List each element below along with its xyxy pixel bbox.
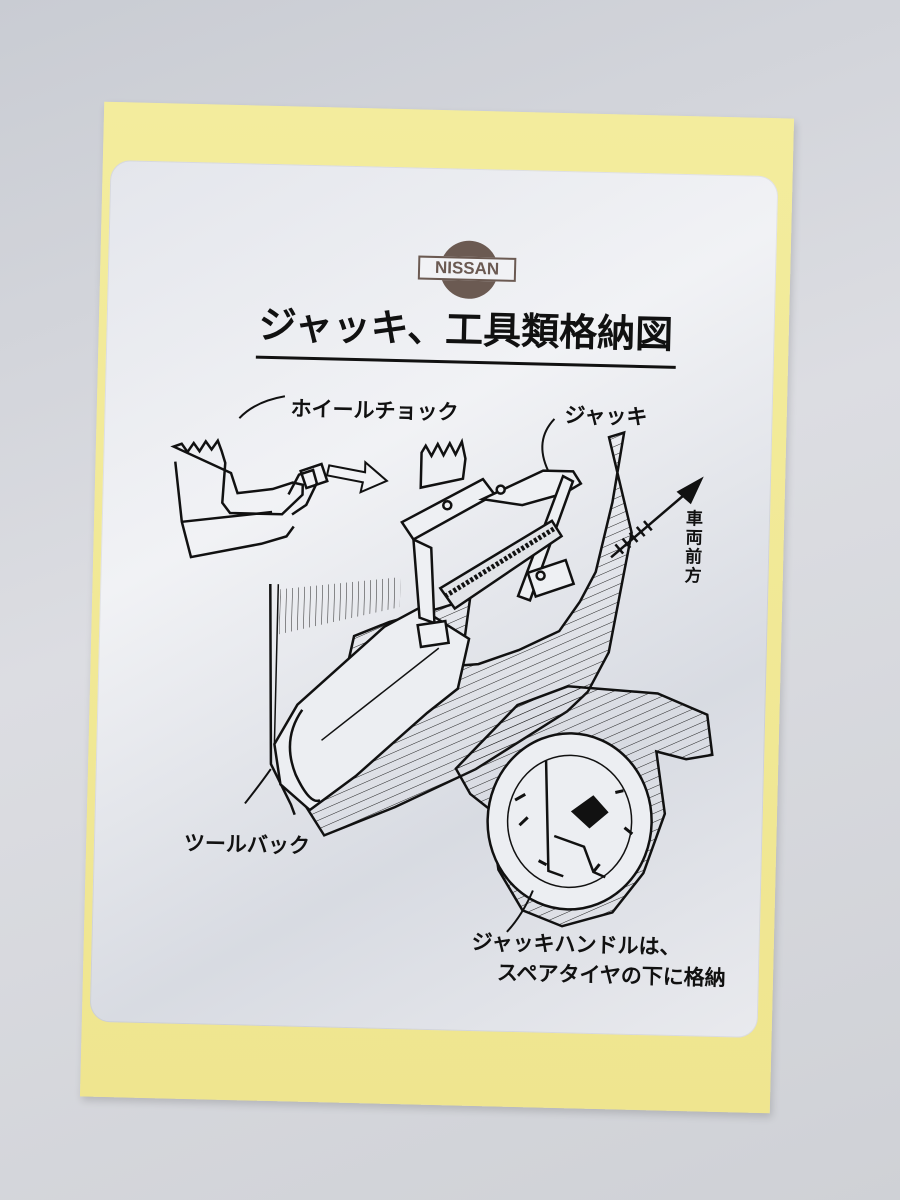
install-arrow: [325, 460, 389, 494]
label-wheel-chock: ホイールチョック: [290, 396, 459, 425]
vehicle-front-arrow: [610, 476, 704, 559]
label-sticker: NISSAN ジャッキ、工具類格納図: [89, 159, 779, 1039]
tool-bag-drawing: [273, 606, 471, 812]
handle-pointer-line: [506, 890, 534, 933]
label-tool-bag: ツールバック: [183, 830, 311, 859]
tool-bag-pointer-line: [244, 768, 272, 805]
chock-pointer-line: [238, 395, 286, 419]
jack-drawing: [400, 437, 583, 649]
jack-storage-diagram: [170, 395, 714, 933]
jack-pointer-line: [541, 418, 556, 472]
label-vehicle-front: 車両前方: [680, 509, 703, 586]
label-jack-handle-note-2: スペアタイヤの下に格納: [496, 960, 727, 991]
spare-tire-drawing: [454, 685, 714, 928]
wheel-chock-drawing: [170, 438, 329, 559]
label-jack: ジャッキ: [564, 403, 648, 430]
